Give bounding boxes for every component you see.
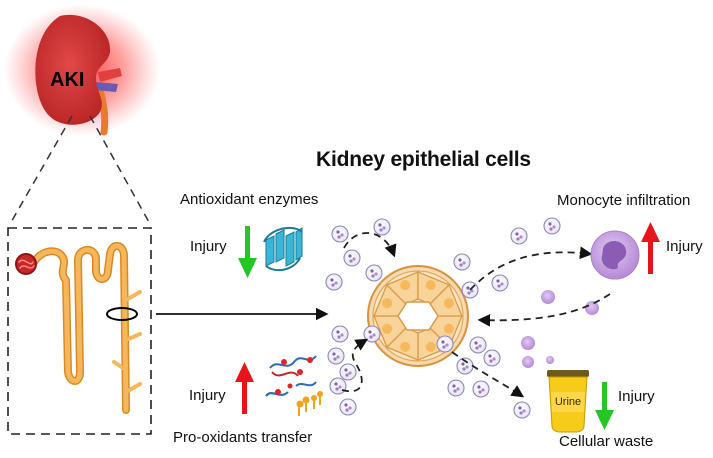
extracellular-vesicle (453, 253, 471, 271)
renal-artery (98, 68, 122, 82)
kidney-shape (35, 14, 111, 125)
extracellular-vesicle (483, 349, 501, 367)
pro-oxidant-molecules-icon (265, 355, 323, 416)
cell-nucleus (400, 280, 411, 291)
extracellular-vesicle (339, 398, 357, 416)
cell-nucleus (443, 298, 454, 309)
extracellular-vesicle (339, 363, 357, 381)
cell-nucleus (382, 298, 393, 309)
extracellular-vesicle (325, 273, 343, 291)
renal-vein (95, 82, 118, 92)
zoom-lines (9, 115, 151, 225)
urine-container-icon: Urine (547, 370, 589, 433)
monocyte-label: Monocyte infiltration (557, 192, 691, 209)
antioxidant-down-arrow (238, 226, 257, 278)
ureter (96, 86, 109, 136)
extracellular-vesicle (365, 264, 383, 282)
organ-label: AKI (50, 69, 85, 91)
nephron-zoom-box (7, 227, 152, 435)
antioxidant-label: Antioxidant enzymes (180, 191, 319, 208)
prooxidant-label: Pro-oxidants transfer (173, 429, 313, 446)
cell-nucleus (382, 323, 393, 334)
extracellular-vesicle (472, 380, 490, 398)
antioxidant-effect-label: Injury (190, 238, 227, 255)
waste-effect-label: Injury (618, 388, 655, 405)
prooxidant-up-arrow (235, 362, 254, 414)
extracellular-vesicle (363, 325, 381, 343)
extracellular-vesicle (436, 335, 454, 353)
extracellular-vesicle (343, 249, 361, 267)
extracellular-vesicle (329, 377, 347, 395)
monocyte-cell-icon (590, 230, 640, 280)
extracellular-vesicle (331, 325, 349, 343)
monocytes-small (521, 290, 599, 368)
extracellular-vesicle (510, 227, 528, 245)
extracellular-vesicle (327, 347, 345, 365)
prooxidant-effect-label: Injury (189, 387, 226, 404)
extracellular-vesicle (543, 217, 561, 235)
extracellular-vesicle (491, 274, 509, 292)
extracellular-vesicle (373, 218, 391, 236)
extracellular-vesicle (447, 379, 465, 397)
flow-arrows (341, 232, 611, 398)
extracellular-vesicle (331, 225, 349, 243)
cell-nucleus (425, 280, 436, 291)
cell-nucleus (443, 323, 454, 334)
cell-nucleus (400, 341, 411, 352)
waste-label: Cellular waste (559, 433, 654, 450)
extracellular-vesicle (513, 401, 531, 419)
epithelial-cells (373, 271, 463, 361)
urine-label: Urine (555, 396, 581, 408)
monocyte-effect-label: Injury (666, 238, 703, 255)
monocyte-up-arrow (641, 222, 660, 274)
antioxidant-enzyme-icon (263, 226, 303, 272)
diagram-title: Kidney epithelial cells (316, 148, 531, 171)
nephron-illustration (15, 242, 142, 414)
vesicles (325, 217, 561, 419)
waste-down-arrow (595, 382, 614, 430)
cell-nucleus (425, 341, 436, 352)
extracellular-vesicle (469, 336, 487, 354)
epithelial-tubule (367, 265, 469, 367)
kidney-illustration (4, 4, 160, 136)
tubule-lumen (397, 301, 439, 331)
